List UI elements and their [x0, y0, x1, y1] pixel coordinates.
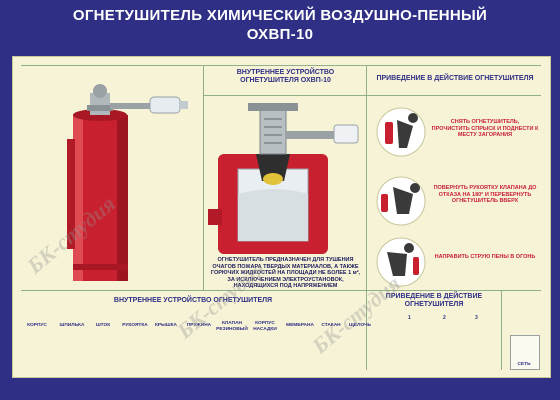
extinguisher-illustration [67, 84, 188, 281]
part-label-4: РУКОЯТКА [122, 323, 148, 328]
header-rule [203, 95, 541, 96]
action-step-1: СНЯТЬ ОГНЕТУШИТЕЛЬ, ПРОЧИСТИТЬ СПРЫСК И … [431, 119, 539, 138]
device-section-title: ВНУТРЕННЕЕ УСТРОЙСТВО ОГНЕТУШИТЕЛЯ ОХВП-… [236, 69, 335, 84]
action-step-3: НАПРАВИТЬ СТРУЮ ПЕНЫ В ОГОНЬ [434, 254, 536, 260]
action-bottom-title: ПРИВЕДЕНИЕ В ДЕЙСТВИЕ ОГНЕТУШИТЕЛЯ [385, 293, 483, 308]
part-label-11: ЩЕЛОЧЬ [348, 323, 371, 328]
grid-top [21, 65, 541, 66]
part-label-1: КОРПУС [27, 323, 47, 328]
part-label-7: КЛАПАН РЕЗИНОВЫЙ [216, 321, 248, 332]
action-number-2: 2 [443, 315, 446, 321]
grid-bottom [21, 290, 541, 291]
parts-title: ВНУТРЕННЕЕ УСТРОЙСТВО ОГНЕТУШИТЕЛЯ [113, 297, 273, 304]
title-line-1: ОГНЕТУШИТЕЛЬ ХИМИЧЕСКИЙ ВОЗДУШНО-ПЕННЫЙ [72, 7, 488, 24]
action-section-title: ПРИВЕДЕНИЕ В ДЕЙСТВИЕ ОГНЕТУШИТЕЛЯ [376, 75, 534, 82]
device-cutaway-illustration [208, 103, 359, 254]
content-panel: ВНУТРЕННЕЕ УСТРОЙСТВО ОГНЕТУШИТЕЛЯ ОХВП-… [12, 56, 551, 378]
action-number-1: 1 [408, 315, 411, 321]
action-step-2: ПОВЕРНУТЬ РУКОЯТКУ КЛАПАНА ДО ОТКАЗА НА … [433, 185, 537, 204]
divider-left [203, 65, 204, 290]
net-label: СЕТЬ [517, 362, 531, 367]
part-label-6: ПРУЖИНА [186, 323, 212, 328]
net-box [510, 335, 540, 370]
device-note: ОГНЕТУШИТЕЛЬ ПРЕДНАЗНАЧЕН ДЛЯ ТУШЕНИЯ ОЧ… [210, 257, 361, 289]
action-illustrations [376, 107, 426, 287]
part-label-9: МЕМБРАНА [286, 323, 314, 328]
part-label-8: КОРПУС НАСАДКИ [253, 321, 277, 332]
divider-bottom-2 [501, 290, 502, 370]
part-label-2: ШПИЛЬКА [59, 323, 85, 328]
part-label-5: КРЫШКА [154, 323, 178, 328]
part-label-10: СТАКАН [321, 323, 341, 328]
action-number-3: 3 [475, 315, 478, 321]
divider-middle [366, 65, 367, 290]
poster-title: ОГНЕТУШИТЕЛЬ ХИМИЧЕСКИЙ ВОЗДУШНО-ПЕННЫЙ … [0, 6, 560, 44]
title-line-2: ОХВП-10 [246, 26, 314, 43]
divider-bottom [366, 290, 367, 370]
part-label-3: ШТОК [95, 323, 111, 328]
